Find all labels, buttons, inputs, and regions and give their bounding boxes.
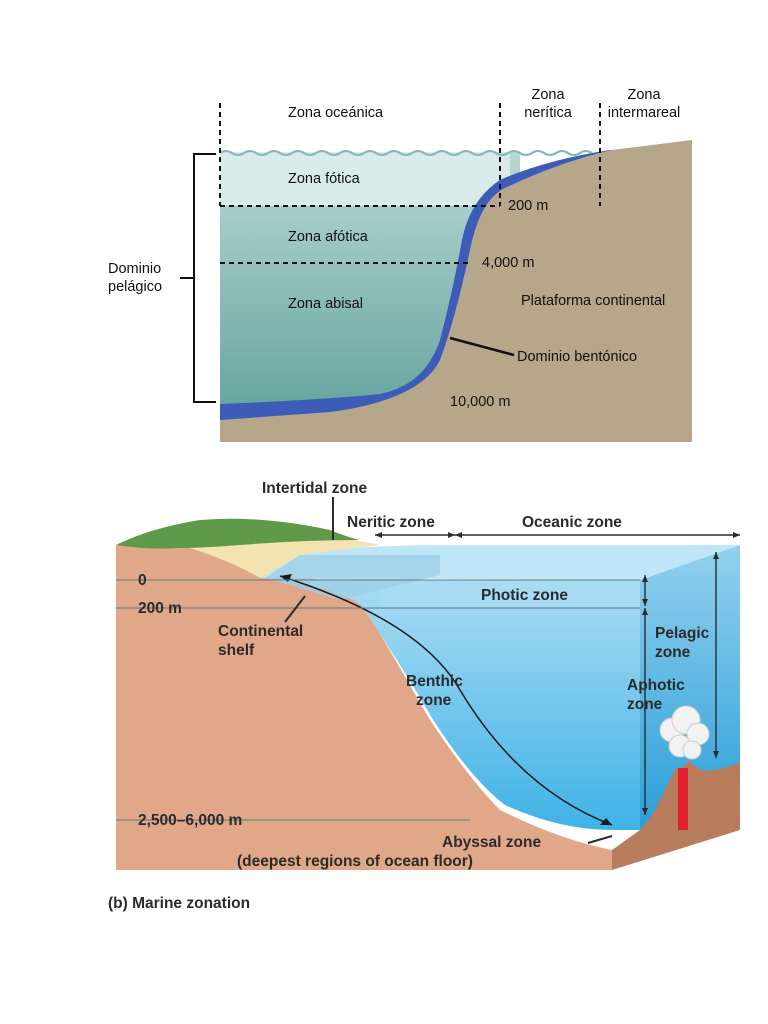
smoke-plume (659, 705, 710, 760)
shelf-pointer (284, 595, 306, 623)
label-depth-0: 0 (138, 572, 147, 589)
surface-waves (219, 150, 593, 156)
label-depth-200: 200 m (508, 198, 548, 214)
label-depth-10000: 10,000 m (450, 394, 510, 410)
water-side (640, 545, 740, 830)
label-zona-intermareal-2: intermareal (608, 105, 681, 121)
label-depth-4000: 4,000 m (482, 255, 534, 271)
label-zona-oceanica: Zona oceánica (288, 105, 384, 121)
label-depth-200m: 200 m (138, 600, 182, 617)
label-neritic-zone: Neritic zone (347, 514, 435, 531)
photic-band (380, 580, 640, 608)
label-zona-afotica: Zona afótica (288, 229, 369, 245)
benthic-arrow (279, 575, 613, 826)
photic-layer (220, 152, 510, 206)
label-benthic-2: zone (416, 692, 452, 709)
label-zona-intermareal-1: Zona (627, 87, 661, 103)
label-continental-1: Continental (218, 623, 303, 640)
label-photic-zone: Photic zone (481, 587, 568, 604)
label-oceanic-zone: Oceanic zone (522, 514, 622, 531)
magma-column (678, 768, 688, 830)
sand (180, 535, 380, 578)
figure-caption: (b) Marine zonation (108, 895, 250, 912)
label-abyssal-1: Abyssal zone (442, 834, 541, 851)
land-block (116, 545, 612, 870)
label-zona-neritica-1: Zona (531, 87, 565, 103)
continental-land (220, 140, 692, 442)
label-zona-fotica: Zona fótica (288, 171, 361, 187)
water-front (270, 580, 640, 830)
label-dominio-pelagico-2: pelágico (108, 279, 162, 295)
pelagic-bracket (180, 153, 216, 403)
label-benthic-1: Benthic (406, 673, 463, 690)
shelf-overlay (265, 555, 440, 600)
abyssal-pointer (587, 835, 613, 844)
benthic-pointer (449, 336, 515, 357)
photic-arrow-heads (642, 575, 648, 606)
label-pelagic-1: Pelagic (655, 625, 710, 642)
label-intertidal-zone: Intertidal zone (262, 480, 367, 497)
diagram-b: Intertidal zone Neritic zone Oceanic zon… (108, 480, 740, 912)
label-plataforma-continental: Plataforma continental (521, 293, 665, 309)
label-aphotic-1: Aphotic (627, 677, 685, 694)
diagram-a: Zona oceánica Zona nerítica Zona interma… (108, 87, 692, 442)
label-aphotic-2: zone (627, 696, 663, 713)
grass (116, 518, 360, 549)
label-depth-deep: 2,500–6,000 m (138, 812, 242, 829)
label-abyssal-2: (deepest regions of ocean floor) (237, 853, 473, 870)
label-continental-2: shelf (218, 642, 255, 659)
label-pelagic-2: zone (655, 644, 691, 661)
benthic-arrow-head-bottom (600, 818, 612, 825)
label-dominio-bentonico: Dominio bentónico (517, 349, 637, 365)
label-zona-abisal: Zona abisal (288, 296, 363, 312)
label-zona-neritica-2: nerítica (524, 105, 572, 121)
label-dominio-pelagico-1: Dominio (108, 261, 161, 277)
